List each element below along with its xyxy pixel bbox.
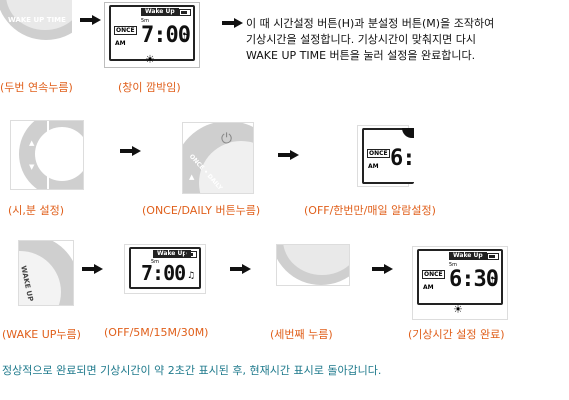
instruction-text: 이 때 시간설정 버튼(H)과 분설정 버튼(M)을 조작하여 기상시간을 설정… — [246, 17, 495, 62]
snooze-5m-label: 5m — [449, 262, 458, 268]
battery-icon — [179, 9, 191, 16]
right-arrow-icon — [372, 264, 394, 274]
lightbulb-icon: ☀ — [453, 303, 463, 316]
lcd-display-complete: Wake Up 5m ONCE AM 6:30 ♫ ☀ — [412, 246, 508, 320]
caption-press-wake-up: (WAKE UP누름) — [2, 328, 81, 341]
snooze-5m-label: 5m — [141, 18, 150, 24]
am-label: AM — [115, 40, 126, 47]
wake-up-dial-third-press-image — [276, 244, 350, 286]
caption-third-press: (세번째 누름) — [270, 328, 333, 341]
bell-icon: ♫ — [489, 277, 498, 287]
bell-icon: ♫ — [187, 271, 196, 281]
once-tag: ONCE — [422, 270, 445, 279]
right-arrow-icon — [278, 150, 300, 160]
caption-alarm-mode: (OFF/한번만/매일 알람설정) — [304, 204, 436, 217]
right-arrow-icon — [80, 15, 102, 25]
caption-press-twice: (두번 연속누름) — [0, 81, 73, 94]
caption-press-once-daily: (ONCE/DAILY 버튼누름) — [142, 204, 261, 217]
lcd-display-blinking: Wake Up 5m ONCE AM 7:00 ♫ ☀ — [104, 2, 200, 68]
wake-up-time-dial-image: WAKE UP TIME — [0, 0, 72, 40]
right-arrow-icon — [230, 264, 252, 274]
wake-up-tab: Wake Up — [449, 252, 487, 260]
footer-note: 정상적으로 완료되면 기상시간이 약 2초간 표시된 후, 현재시간 표시로 돌… — [2, 364, 382, 377]
wake-up-tab: Wake Up — [153, 250, 191, 258]
time-display-partial: 6: — [390, 146, 415, 171]
lightbulb-icon: ☀ — [145, 53, 155, 66]
am-label: AM — [423, 284, 434, 291]
once-tag: ONCE — [114, 26, 137, 35]
wake-up-dial-image: WAKE UP — [18, 240, 74, 306]
right-arrow-icon — [82, 264, 104, 274]
caption-setting-complete: (기상시간 설정 완료) — [408, 328, 505, 341]
once-tag: ONCE — [367, 149, 390, 158]
hour-minute-dial-image: H M ▲ ▼ — [10, 120, 84, 190]
caption-snooze-options: (OFF/5M/15M/30M) — [104, 326, 209, 339]
battery-icon — [487, 253, 499, 260]
wake-up-time-label: WAKE UP TIME — [8, 16, 66, 24]
bell-icon: ♫ — [181, 33, 190, 43]
caption-window-blinks: (창이 깜박임) — [118, 81, 181, 94]
right-arrow-icon — [222, 18, 244, 28]
minute-button-label: M — [55, 145, 62, 153]
right-arrow-icon — [120, 146, 142, 156]
caption-set-hour-minute: (시,분 설정) — [8, 204, 65, 217]
wake-up-tab: Wake Up — [141, 8, 179, 16]
time-display: 7:00 — [141, 261, 186, 285]
time-display: 7:00 — [141, 23, 191, 48]
once-daily-dial-image: ⏻ ONCE • DAILY ▲ — [182, 122, 254, 194]
am-label: AM — [368, 163, 379, 170]
hour-button-label: H — [39, 145, 45, 153]
time-display: 6:30 — [449, 267, 499, 292]
snooze-5m-label: 5m — [151, 259, 160, 265]
power-icon: ⏻ — [221, 131, 233, 147]
battery-icon — [185, 251, 197, 258]
lcd-display-snooze: Wake Up 5m 7:00 ♫ — [124, 244, 206, 294]
lcd-display-partial: ONCE AM 6: — [357, 125, 415, 187]
